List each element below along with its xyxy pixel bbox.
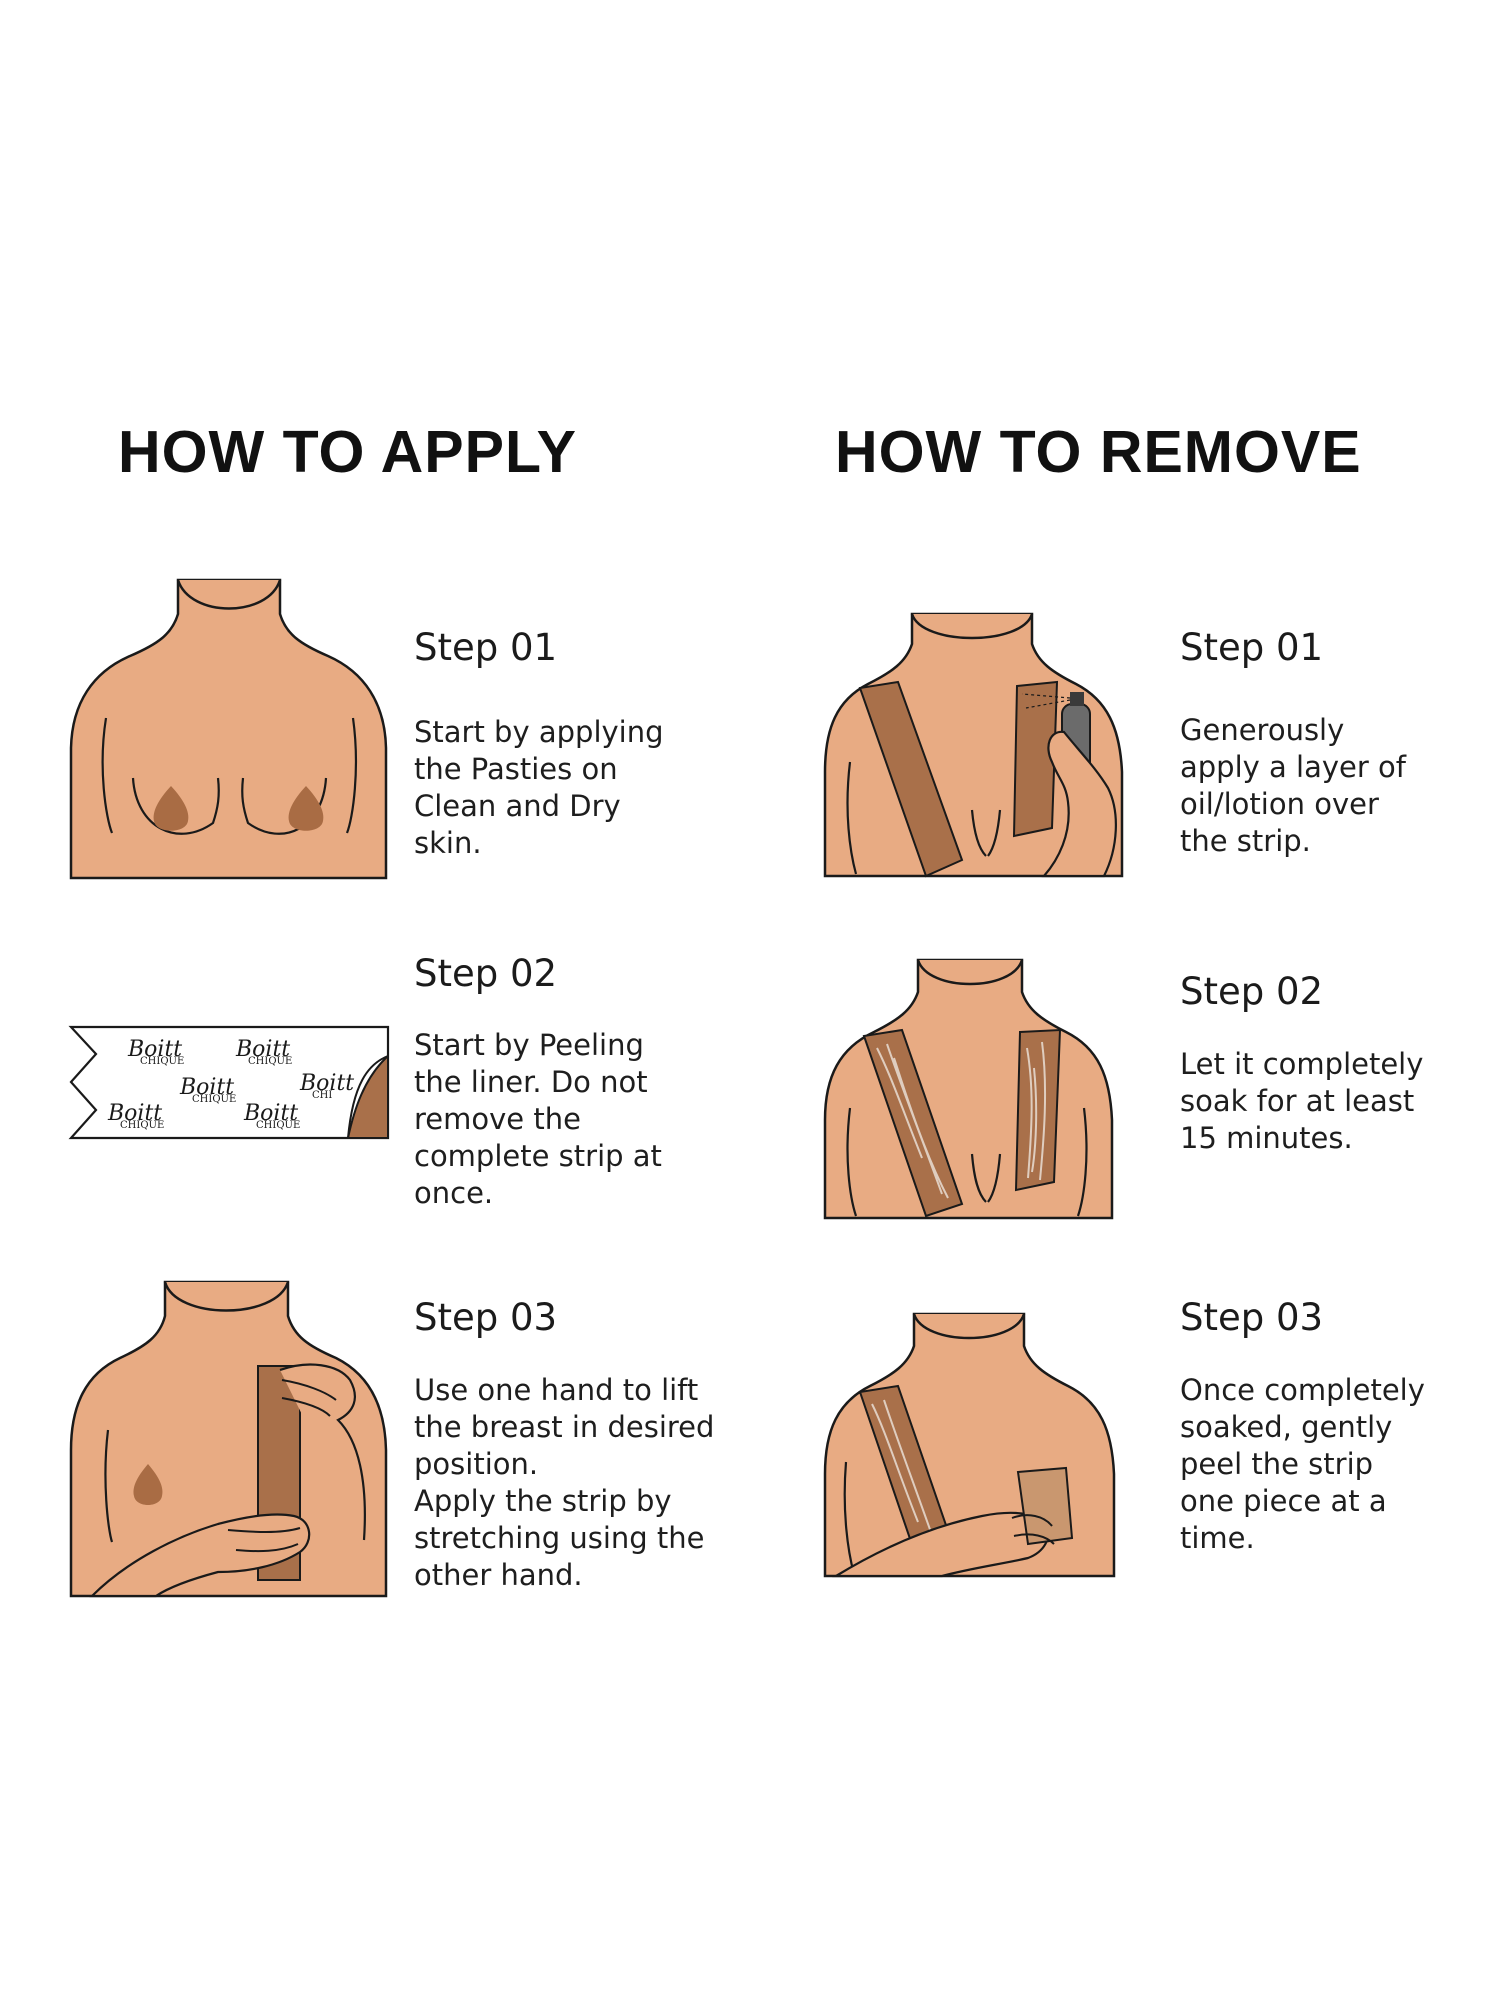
svg-text:Boitt: Boitt [179,1075,234,1100]
svg-text:CHIQUE: CHIQUE [192,1094,236,1105]
remove-step-3-title: Step 03 [1180,1296,1324,1339]
remove-step-2-illustration [823,958,1114,1220]
left-pastie-icon [153,786,189,831]
svg-text:CHI: CHI [312,1090,332,1101]
remove-step-2-title: Step 02 [1180,970,1324,1013]
svg-text:CHIQUE: CHIQUE [140,1056,184,1067]
peeled-strip-icon [1016,1466,1074,1546]
apply-step-1-illustration [69,578,388,880]
remove-step-1-illustration [823,612,1124,878]
apply-step-1-title: Step 01 [414,626,558,669]
svg-text:CHIQUE: CHIQUE [256,1120,300,1131]
svg-text:Boitt: Boitt [127,1037,182,1062]
svg-text:Boitt: Boitt [299,1071,354,1096]
apply-heading: HOW TO APPLY [118,419,577,485]
remove-step-3-text: Once completely soaked, gently peel the … [1180,1373,1425,1555]
remove-step-1-title: Step 01 [1180,626,1324,669]
remove-step-1-text: Generously apply a layer of oil/lotion o… [1180,713,1406,858]
svg-text:Boitt: Boitt [107,1101,162,1126]
svg-text:Boitt: Boitt [243,1101,298,1126]
apply-step-3-illustration [69,1280,388,1598]
remove-step-2-text: Let it completely soak for at least 15 m… [1180,1047,1424,1155]
apply-step-3-text: Use one hand to lift the breast in desir… [414,1373,715,1592]
apply-step-1-text: Start by applying the Pasties on Clean a… [414,715,664,860]
apply-step-2-text: Start by Peeling the liner. Do not remov… [414,1028,662,1210]
svg-text:CHIQUE: CHIQUE [248,1056,292,1067]
svg-text:Boitt: Boitt [235,1037,290,1062]
remove-step-3-illustration [823,1312,1116,1578]
apply-step-2-title: Step 02 [414,952,558,995]
right-pastie-icon [288,786,324,831]
svg-text:CHIQUE: CHIQUE [120,1120,164,1131]
apply-step-3-title: Step 03 [414,1296,558,1339]
remove-heading: HOW TO REMOVE [835,419,1362,485]
oil-soak-texture [876,1041,1047,1199]
